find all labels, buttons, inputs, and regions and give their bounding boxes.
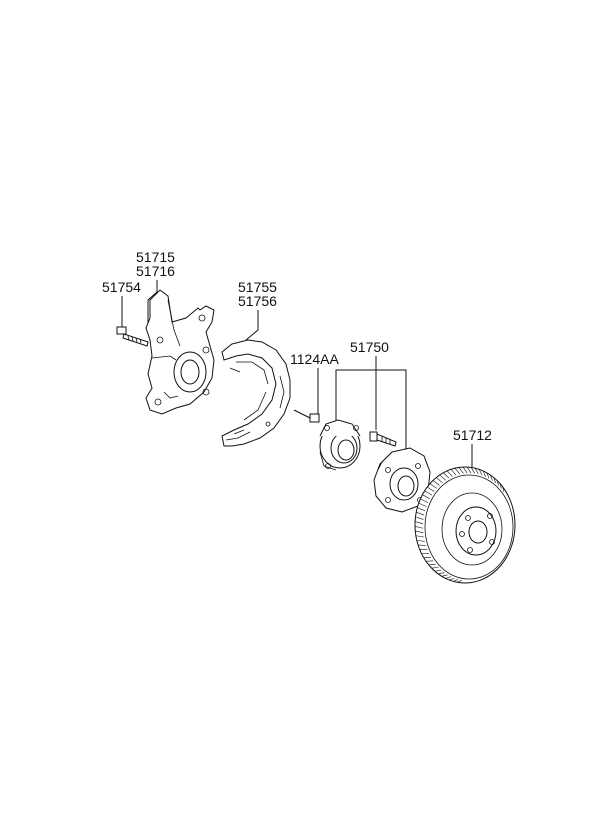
vent-line (415, 535, 424, 538)
vent-line (449, 577, 455, 581)
knuckle-bolt-part (116, 326, 149, 347)
vent-line (499, 483, 502, 489)
vent-line (420, 498, 429, 503)
hub-bearing-part (319, 419, 361, 471)
vent-line (457, 580, 462, 583)
vent-line (424, 490, 433, 496)
leader-lines (121, 280, 473, 470)
vent-line (438, 572, 445, 575)
hub-bolt-part (369, 431, 397, 447)
vent-line (486, 472, 490, 479)
vent-line (446, 470, 453, 477)
vent-line (415, 530, 424, 533)
vent-line (493, 477, 496, 483)
leader-knuckle (147, 280, 158, 334)
vent-line (474, 468, 479, 475)
steering-knuckle-part (145, 289, 215, 415)
vent-line (470, 467, 475, 474)
vent-line (482, 470, 486, 477)
vent-line (429, 483, 437, 489)
vent-line (414, 526, 424, 529)
vent-line (415, 516, 424, 520)
vent-line (428, 563, 436, 566)
label-dust-cover-left: 51755 (238, 279, 277, 295)
vent-line (462, 466, 468, 474)
vent-line (439, 474, 446, 481)
label-knuckle-left: 51715 (136, 249, 175, 265)
vent-line (418, 544, 426, 546)
disc-vent-lines (414, 466, 505, 583)
leader-hub-bracket (335, 369, 407, 455)
vent-line (416, 540, 425, 542)
vent-line (432, 480, 440, 486)
vent-line (422, 494, 430, 500)
vent-line (490, 474, 493, 481)
vent-line (443, 472, 450, 479)
label-brake-disc: 51712 (453, 427, 492, 443)
vent-line (418, 502, 427, 507)
vent-line (454, 468, 460, 475)
label-cover-bolt: 1124AA (290, 351, 339, 367)
label-knuckle-right: 51716 (136, 263, 175, 279)
label-hub-assembly: 51750 (350, 339, 389, 355)
vent-line (441, 574, 448, 577)
vent-line (431, 566, 439, 569)
vent-line (417, 507, 426, 512)
label-knuckle-bolt: 51754 (102, 279, 141, 295)
cover-bolt-part (293, 409, 320, 423)
vent-line (427, 486, 435, 492)
vent-line (434, 569, 442, 572)
bolt-axis (293, 409, 311, 419)
vent-line (415, 521, 424, 525)
vent-line (453, 579, 459, 582)
vent-line (496, 480, 499, 486)
vent-line (436, 477, 443, 484)
dust-cover-part (221, 339, 291, 447)
vent-line (450, 469, 457, 476)
vent-line (466, 466, 472, 474)
vent-line (478, 469, 483, 476)
vent-line (416, 511, 425, 516)
vent-line (445, 576, 452, 579)
vent-line (502, 487, 505, 492)
leader-dust-cover (245, 310, 259, 341)
label-dust-cover-right: 51756 (238, 293, 277, 309)
vent-line (458, 467, 464, 474)
vent-line (426, 560, 434, 562)
wheel-hub-part (373, 447, 431, 513)
brake-disc-part (414, 466, 516, 584)
